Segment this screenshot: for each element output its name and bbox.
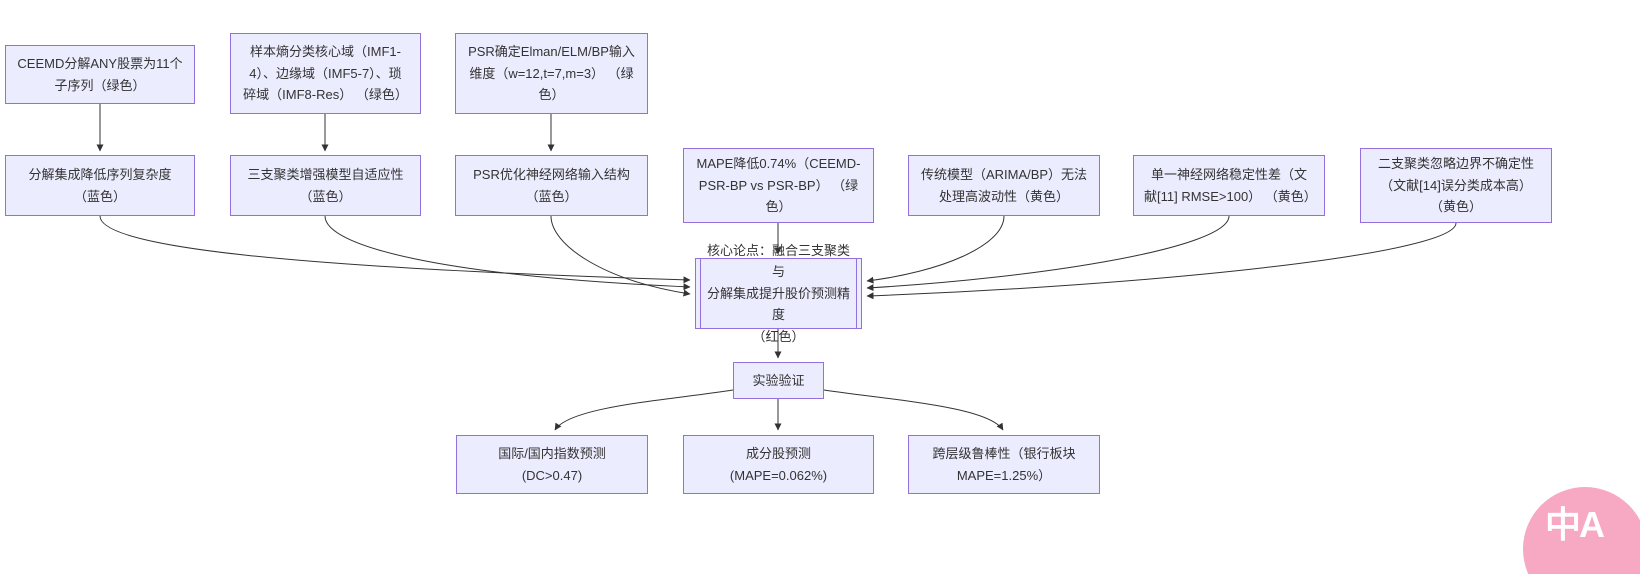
node-index-prediction: 国际/国内指数预测 (DC>0.47) bbox=[456, 435, 648, 494]
edge-threeway-core bbox=[324, 215, 691, 291]
node-mape-reduction: MAPE降低0.74%（CEEMD- PSR-BP vs PSR-BP） （绿 … bbox=[683, 148, 874, 223]
node-core-thesis: 核心论点：融合三支聚类与 分解集成提升股价预测精度 （红色） bbox=[695, 243, 862, 344]
translate-floating-button[interactable]: 中A bbox=[1523, 487, 1640, 574]
edge-decomp-core bbox=[99, 215, 691, 284]
node-psr-input-dimension: PSR确定Elman/ELM/BP输入 维度（w=12,t=7,m=3） （绿 … bbox=[455, 33, 648, 114]
edge-experiment-index bbox=[554, 389, 734, 431]
edge-singlenn-core bbox=[866, 215, 1230, 292]
node-sample-entropy: 样本熵分类核心域（IMF1- 4）、边缘域（IMF5-7）、琐 碎域（IMF8-… bbox=[230, 33, 421, 114]
node-experiment-validation: 实验验证 bbox=[733, 362, 824, 399]
edge-psropt-core bbox=[550, 215, 691, 297]
edge-twoway-core bbox=[866, 222, 1457, 300]
edge-traditional-core bbox=[866, 215, 1005, 284]
node-traditional-model-limit: 传统模型（ARIMA/BP）无法 处理高波动性（黄色） bbox=[908, 155, 1100, 216]
node-psr-optimized-structure: PSR优化神经网络输入结构 （蓝色） bbox=[455, 155, 648, 216]
node-ceemd-decompose: CEEMD分解ANY股票为11个 子序列（绿色） bbox=[5, 45, 195, 104]
edge-experiment-robustness bbox=[823, 389, 1004, 431]
node-single-nn-instability: 单一神经网络稳定性差（文 献[11] RMSE>100） （黄色） bbox=[1133, 155, 1325, 216]
node-decomposition-ensemble: 分解集成降低序列复杂度 （蓝色） bbox=[5, 155, 195, 216]
node-two-way-clustering-limit: 二支聚类忽略边界不确定性 （文献[14]误分类成本高） （黄色） bbox=[1360, 148, 1552, 223]
node-constituent-prediction: 成分股预测 (MAPE=0.062%) bbox=[683, 435, 874, 494]
node-cross-level-robustness: 跨层级鲁棒性（银行板块 MAPE=1.25%） bbox=[908, 435, 1100, 494]
translate-icon: 中A bbox=[1545, 504, 1605, 545]
node-three-way-clustering: 三支聚类增强模型自适应性 （蓝色） bbox=[230, 155, 421, 216]
